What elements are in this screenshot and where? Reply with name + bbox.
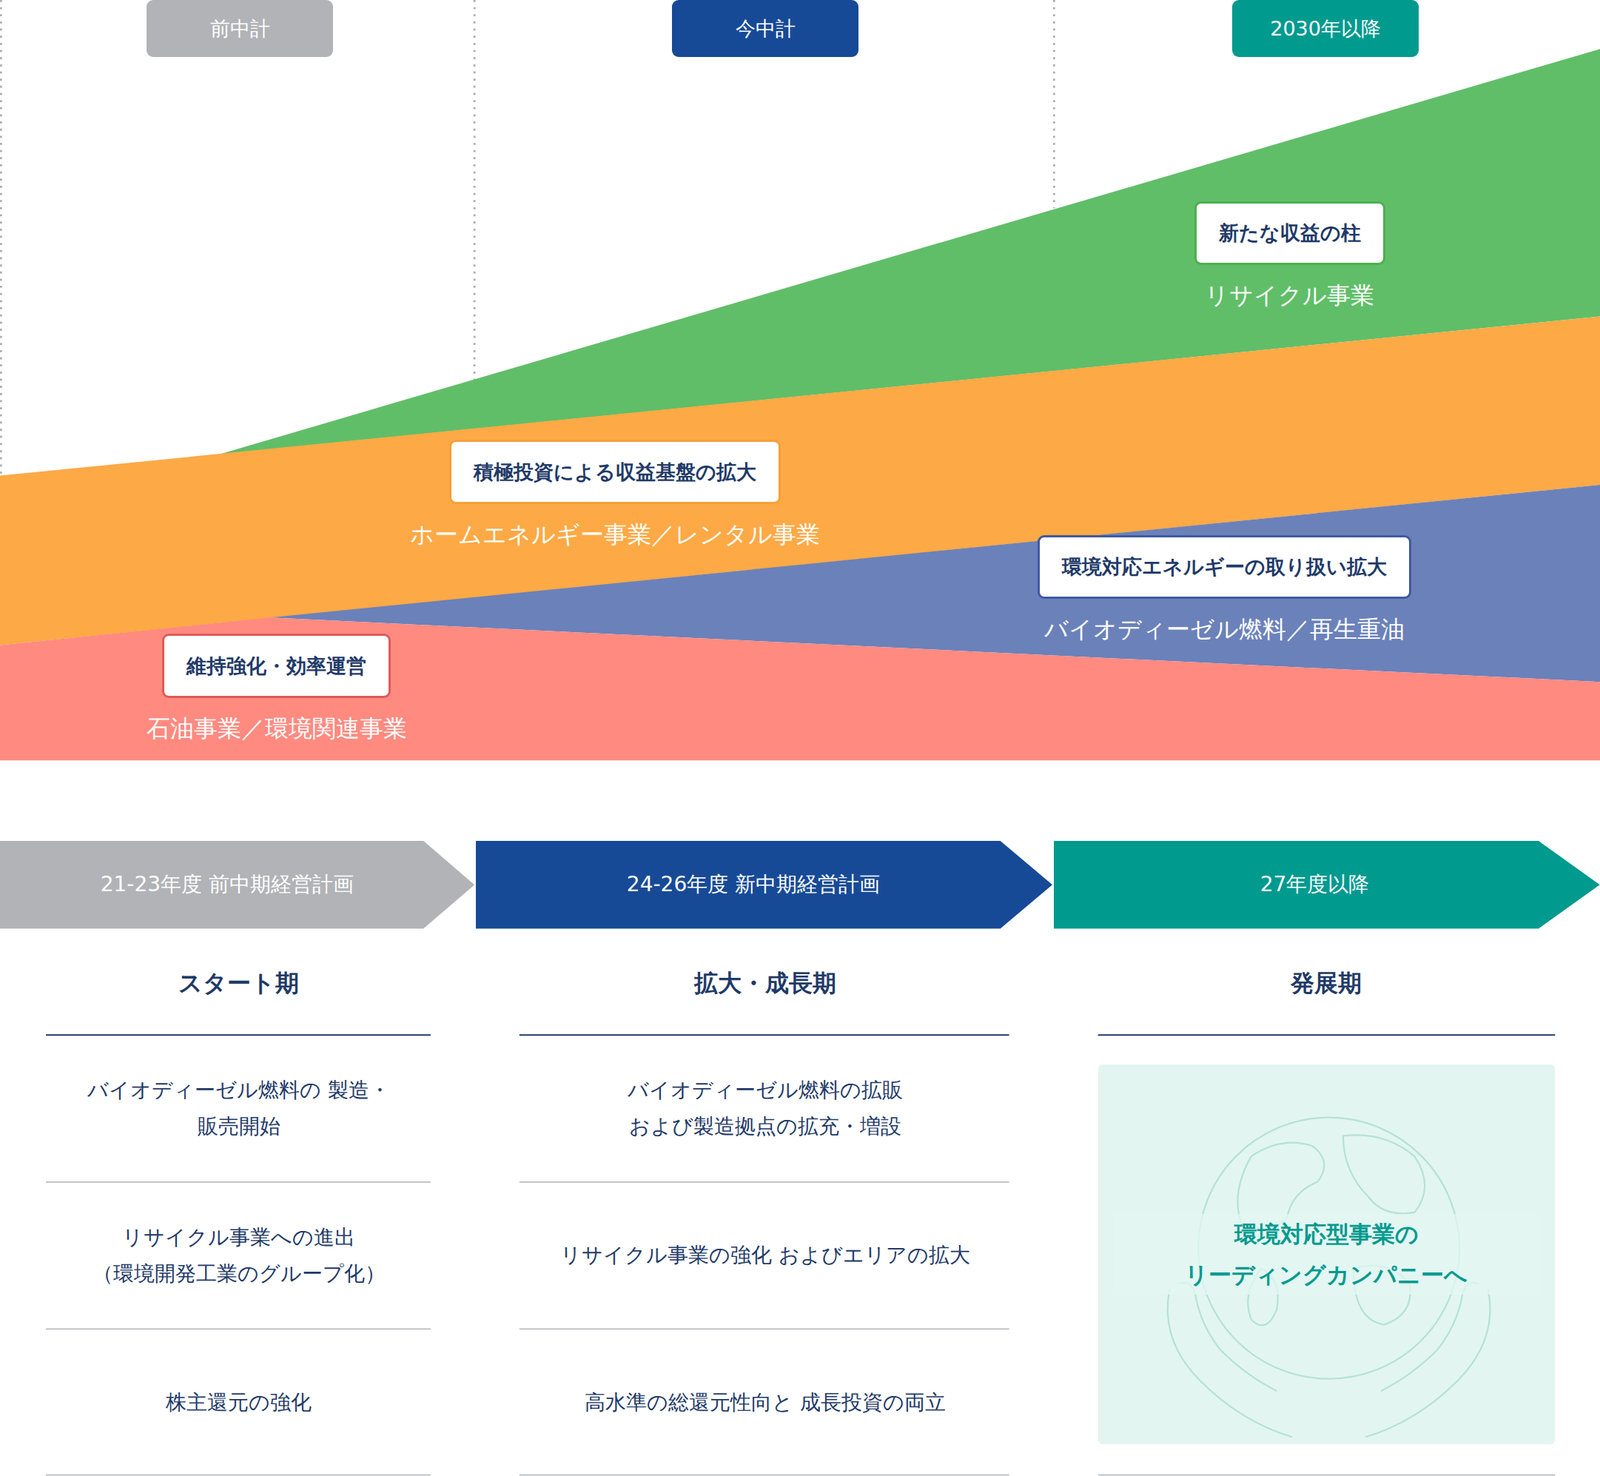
right-hand bbox=[1380, 1282, 1478, 1391]
row-rule bbox=[45, 1181, 431, 1183]
period-divider bbox=[0, 0, 3, 474]
row-rule bbox=[45, 1328, 431, 1330]
period-tag: 前中計 bbox=[146, 0, 334, 57]
continent bbox=[1343, 1134, 1425, 1213]
callout-heading: 環境対応エネルギーの取り扱い拡大 bbox=[1061, 553, 1387, 581]
plan-name: 24-26年度 新中期経営計画 bbox=[626, 870, 880, 899]
callout-box: 維持強化・効率運営石油事業／環境関連事業 bbox=[146, 633, 408, 743]
callout-box: 環境対応エネルギーの取り扱い拡大バイオディーゼル燃料／再生重油 bbox=[1037, 535, 1412, 644]
business-name: リサイクル事業 bbox=[1204, 281, 1375, 310]
plan-arrow: 27年度以降 bbox=[1053, 840, 1600, 929]
plan-name: 27年度以降 bbox=[1260, 870, 1370, 899]
callout-frame: 維持強化・効率運営 bbox=[162, 633, 391, 698]
plan-name: 21-23年度 前中期経営計画 bbox=[100, 870, 354, 899]
phase-title: 拡大・成長期 bbox=[520, 962, 1011, 1004]
plan-arrow: 21-23年度 前中期経営計画 bbox=[0, 840, 475, 929]
period-name: 前中計 bbox=[210, 15, 271, 43]
goal-text: 環境対応型事業の リーディングカンパニーへ bbox=[1113, 1213, 1541, 1295]
period-tag: 今中計 bbox=[671, 0, 859, 57]
callout-frame: 環境対応エネルギーの取り扱い拡大 bbox=[1037, 535, 1412, 600]
plan-item: リサイクル事業の強化 およびエリアの拡大 bbox=[520, 1236, 1011, 1273]
arrow-fill bbox=[475, 840, 1053, 929]
phase-title: スタート期 bbox=[46, 962, 432, 1004]
callout-frame: 新たな収益の柱 bbox=[1194, 201, 1386, 266]
title-rule bbox=[1098, 1033, 1556, 1036]
plan-item: バイオディーゼル燃料の拡販 および製造拠点の拡充・増設 bbox=[520, 1071, 1011, 1145]
period-divider bbox=[1053, 0, 1056, 208]
business-name: バイオディーゼル燃料／再生重油 bbox=[1044, 614, 1405, 644]
period-name: 今中計 bbox=[735, 15, 796, 43]
arrow-fill bbox=[1053, 840, 1600, 929]
left-hand bbox=[1167, 1288, 1292, 1437]
row-rule bbox=[519, 1474, 1010, 1476]
period-divider bbox=[473, 0, 476, 380]
period-tag: 2030年以降 bbox=[1232, 0, 1419, 57]
phase-title: 発展期 bbox=[1098, 962, 1556, 1004]
plan-item: リサイクル事業への進出 （環境開発工業のグループ化） bbox=[46, 1218, 432, 1292]
goal-panel: 環境対応型事業の リーディングカンパニーへ bbox=[1098, 1064, 1556, 1444]
callout-frame: 積極投資による収益基盤の拡大 bbox=[449, 439, 781, 504]
right-hand bbox=[1365, 1288, 1490, 1437]
plan-item: 株主還元の強化 bbox=[46, 1383, 432, 1421]
callout-box: 積極投資による収益基盤の拡大ホームエネルギー事業／レンタル事業 bbox=[409, 439, 820, 549]
plan-item: バイオディーゼル燃料の 製造・販売開始 bbox=[46, 1071, 432, 1145]
row-rule bbox=[1098, 1474, 1556, 1476]
period-name: 2030年以降 bbox=[1269, 15, 1381, 43]
plan-arrow: 24-26年度 新中期経営計画 bbox=[475, 840, 1053, 929]
title-rule bbox=[45, 1033, 431, 1036]
row-rule bbox=[519, 1328, 1010, 1330]
callout-heading: 積極投資による収益基盤の拡大 bbox=[473, 458, 757, 486]
arrow-fill bbox=[0, 840, 475, 929]
row-rule bbox=[45, 1474, 431, 1476]
title-rule bbox=[519, 1033, 1010, 1036]
callout-heading: 維持強化・効率運営 bbox=[186, 652, 367, 680]
business-name: ホームエネルギー事業／レンタル事業 bbox=[409, 520, 820, 549]
business-name: 石油事業／環境関連事業 bbox=[146, 714, 408, 743]
callout-box: 新たな収益の柱リサイクル事業 bbox=[1194, 201, 1386, 311]
callout-heading: 新たな収益の柱 bbox=[1218, 219, 1361, 247]
left-hand bbox=[1179, 1282, 1277, 1391]
row-rule bbox=[519, 1181, 1010, 1183]
plan-item: 高水準の総還元性向と 成長投資の両立 bbox=[520, 1383, 1011, 1421]
